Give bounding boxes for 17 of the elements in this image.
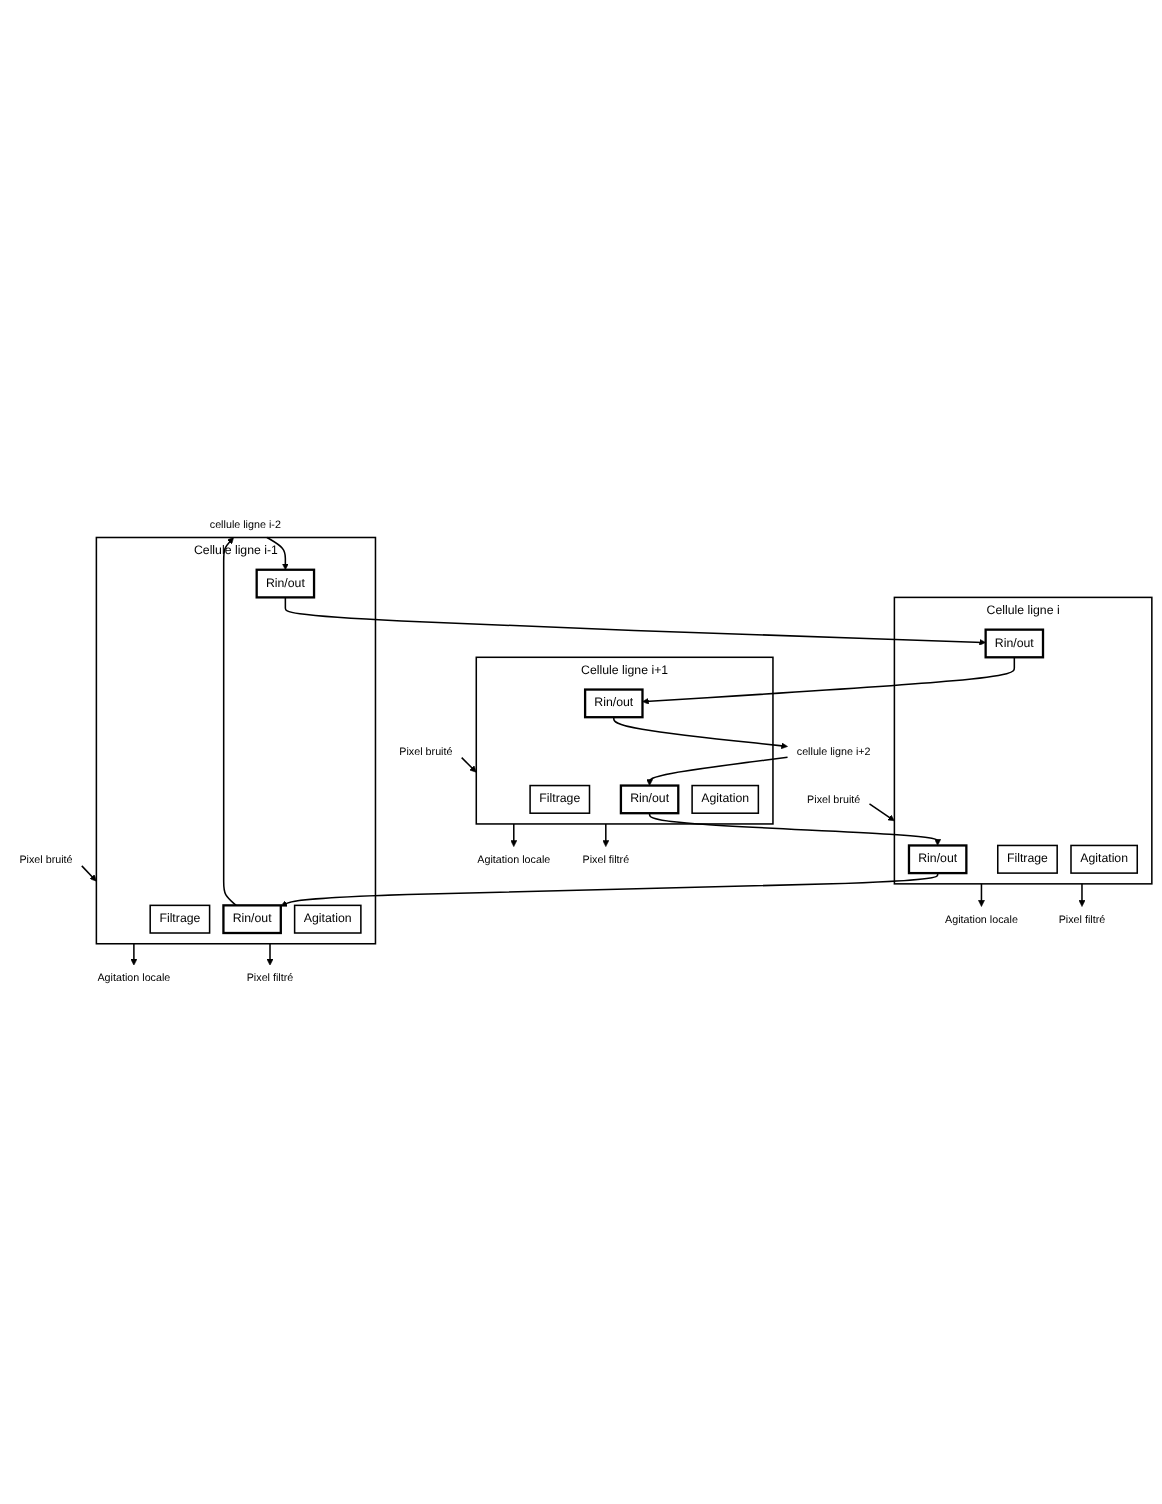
arrow (130, 943, 138, 967)
arrow (460, 757, 477, 774)
arrow (642, 657, 1016, 706)
arrow (646, 757, 789, 787)
arrow (1078, 883, 1086, 908)
arrow (978, 883, 985, 908)
arrow (81, 865, 97, 883)
arrow (868, 803, 895, 822)
arrow (613, 717, 788, 750)
arrow (222, 537, 237, 907)
arrow (602, 823, 610, 848)
arrow (266, 537, 289, 571)
arrow (280, 872, 939, 908)
arrow (266, 943, 274, 967)
arrow (510, 823, 518, 848)
arrow (284, 597, 986, 647)
arrow (648, 813, 942, 847)
